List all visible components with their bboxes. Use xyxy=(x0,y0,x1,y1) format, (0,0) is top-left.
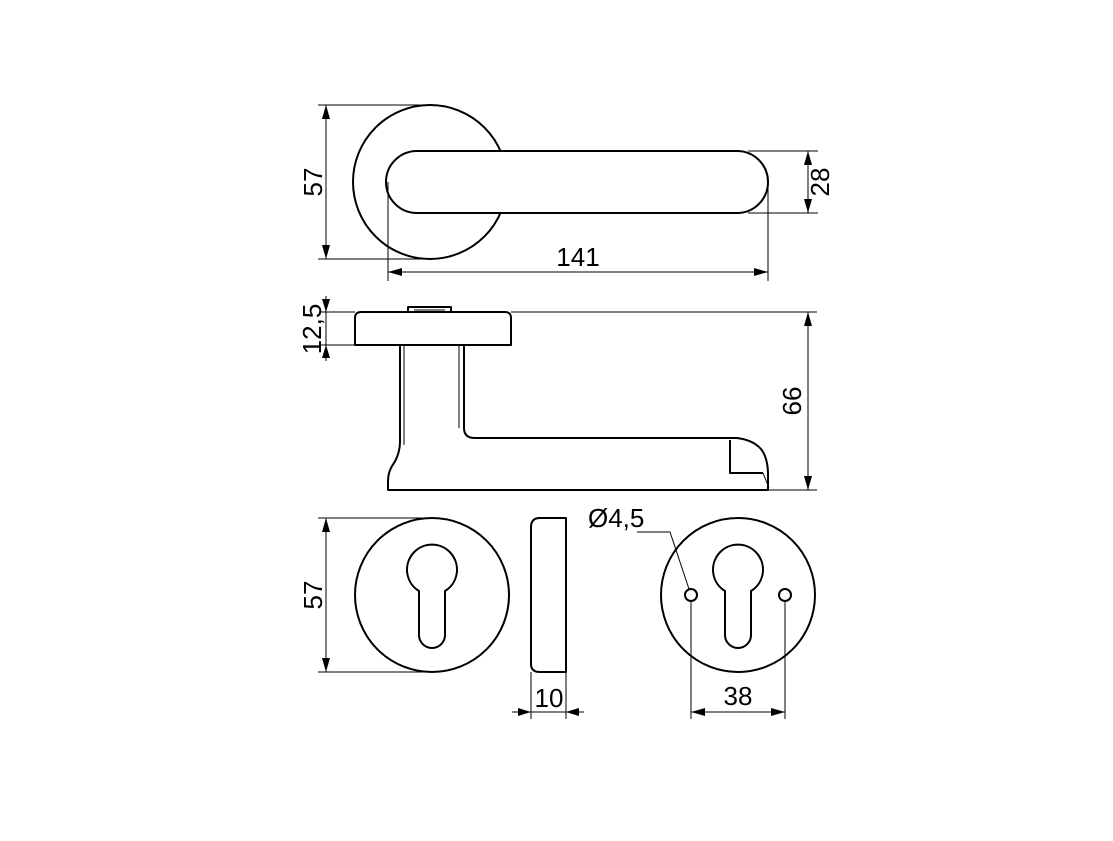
dim-rose-thickness: 12,5 xyxy=(297,304,327,355)
dim-hole-spacing: 38 xyxy=(724,681,753,711)
escutcheon-front-right: Ø4,5 38 xyxy=(588,503,816,719)
keyhole-cutout-right xyxy=(712,543,764,649)
lever-body xyxy=(387,345,769,491)
escutcheon-front-left: 57 xyxy=(298,517,510,673)
keyhole-cutout-left xyxy=(406,543,458,649)
dim-escutcheon-diameter: 57 xyxy=(298,581,328,610)
side-view: 12,5 66 xyxy=(297,296,817,491)
dim-total-depth: 66 xyxy=(777,387,807,416)
dim-rose-diameter: 57 xyxy=(298,168,328,197)
dim-hole-diameter: Ø4,5 xyxy=(588,503,644,533)
screw-hole-right xyxy=(778,588,792,602)
screw-hole-left xyxy=(684,588,698,602)
top-view: 57 28 141 xyxy=(298,104,835,281)
dim-lever-height: 28 xyxy=(805,168,835,197)
dim-lever-length: 141 xyxy=(556,242,599,272)
rose-plate xyxy=(354,311,512,346)
escutcheon-profile xyxy=(530,517,567,673)
escutcheon-side: 10 xyxy=(512,517,584,719)
escutcheon-outline-right xyxy=(660,517,816,673)
dim-escutcheon-thickness: 10 xyxy=(535,683,564,713)
lever-outline xyxy=(385,150,769,214)
